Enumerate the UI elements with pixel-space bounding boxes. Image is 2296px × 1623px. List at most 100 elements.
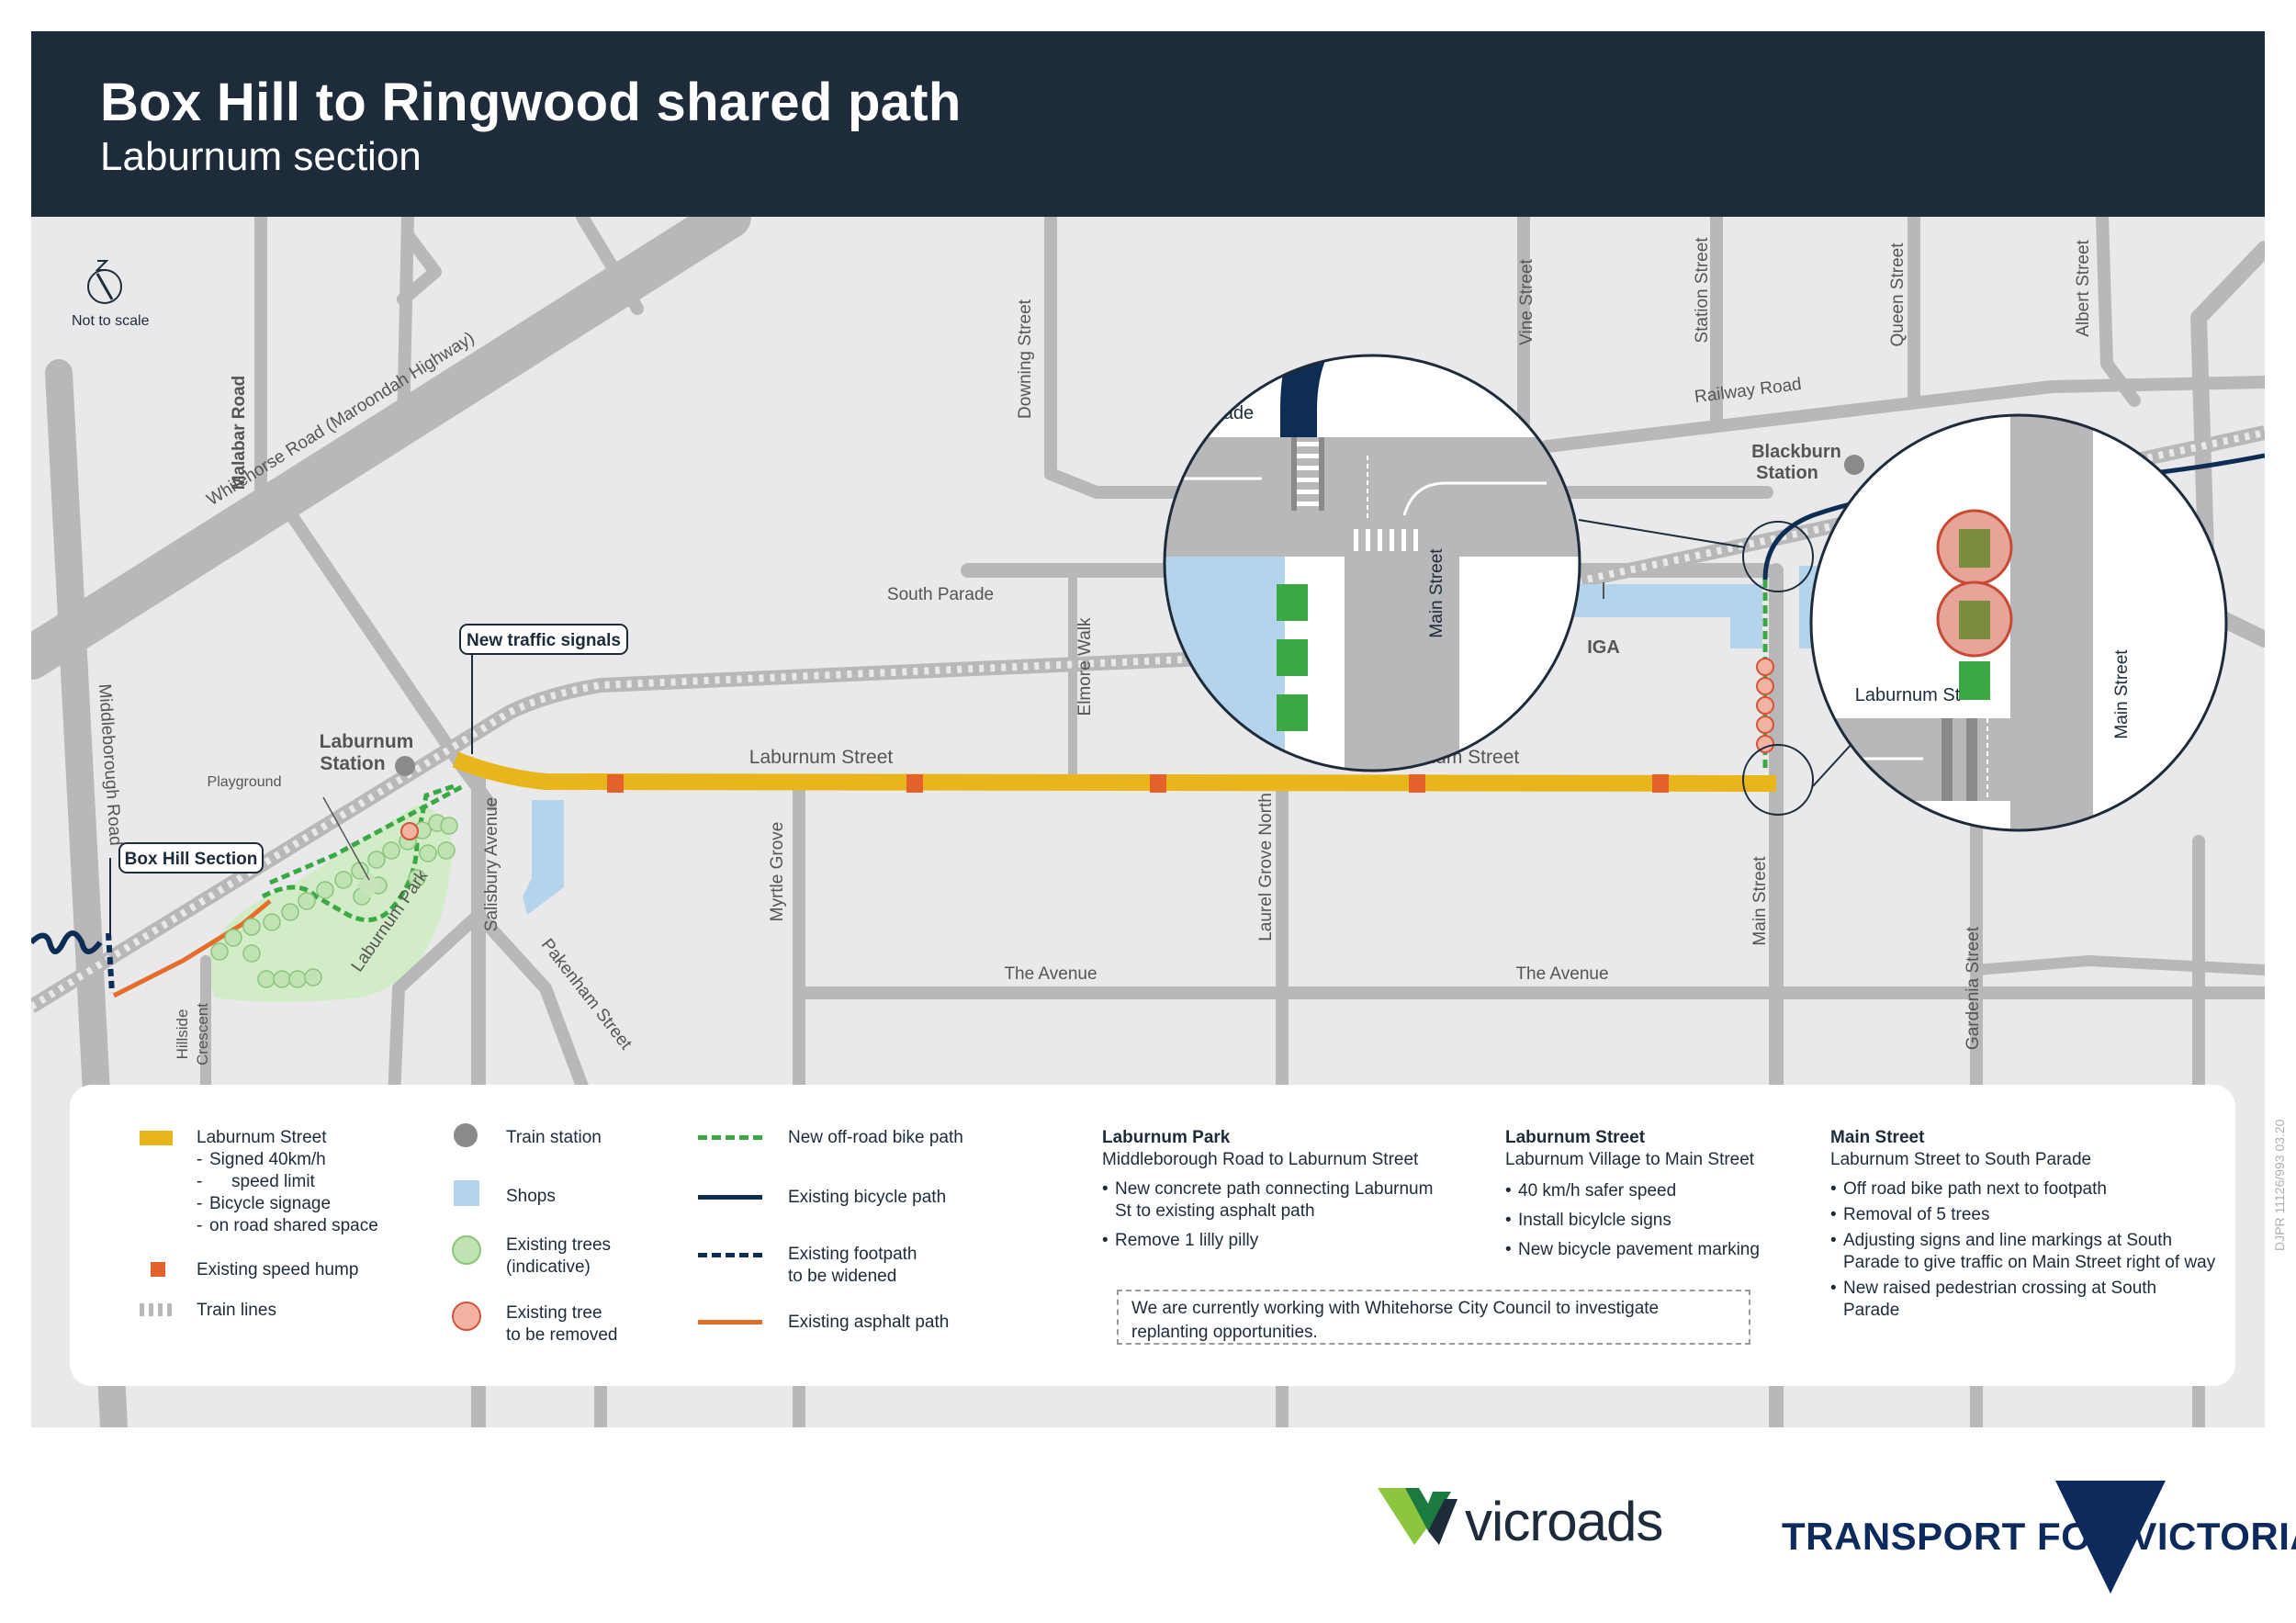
playground-marker — [355, 872, 383, 899]
pakenham-west — [388, 908, 485, 1105]
label-vine: Vine Street — [1517, 258, 1536, 344]
label-laburnum-1: Laburnum Street — [749, 747, 894, 768]
legend-shops: Shops — [506, 1187, 556, 1206]
tree-removed — [1756, 735, 1774, 753]
tree-removed — [1756, 696, 1774, 715]
legend-laburnum-item-cont: speed limit — [231, 1172, 315, 1191]
legend-main-item: New raised pedestrian crossing at South … — [1830, 1278, 2216, 1322]
side-road-n — [576, 217, 644, 315]
legend-street-title: Laburnum Street — [1505, 1128, 1646, 1147]
box-hill-callout — [118, 842, 264, 873]
label-downing: Downing Street — [1016, 299, 1035, 419]
new-signals-callout — [459, 624, 628, 655]
tree — [210, 942, 229, 961]
inset-right-laburnum-label: Laburnum St — [1855, 685, 1961, 705]
box-hill-text: Box Hill Section — [125, 850, 258, 869]
tree — [382, 841, 400, 860]
legend-train-lines: Train lines — [197, 1301, 276, 1320]
new-bike-path-park — [261, 783, 455, 923]
label-the-avenue-1: The Avenue — [1004, 964, 1097, 984]
legend-tree-removed-2: to be removed — [506, 1325, 618, 1345]
gardenia-link — [1971, 955, 2265, 975]
tree — [437, 841, 456, 860]
legend-street-list: 40 km/h safer speed Install bicylcle sig… — [1505, 1180, 1808, 1268]
label-gardenia: Gardenia Street — [1964, 926, 1983, 1050]
label-blackburn-station-2: Station — [1756, 463, 1818, 483]
legend-swatch-laburnum — [140, 1131, 173, 1145]
header-banner: Box Hill to Ringwood shared path Laburnu… — [31, 31, 2265, 217]
speed-hump-5 — [1652, 774, 1669, 793]
trees-removed-main-street — [1756, 658, 1774, 753]
legend-trees-2: (indicative) — [506, 1257, 591, 1277]
replanting-note: We are currently working with Whitehorse… — [1117, 1290, 1750, 1345]
legend-swatch-train-lines — [140, 1303, 174, 1316]
existing-bicycle-path-west — [31, 930, 103, 954]
legend-main-list: Off road bike path next to footpath Remo… — [1830, 1178, 2216, 1325]
tree-removed — [1756, 677, 1774, 695]
vicroads-wordmark: vicroads — [1465, 1491, 1663, 1552]
tree — [304, 968, 322, 986]
existing-asphalt-path — [112, 899, 272, 998]
playground-pointer — [322, 796, 370, 881]
label-malabar: Malabar Road — [230, 376, 249, 490]
label-playground: Playground — [208, 774, 282, 790]
legend-trees-1: Existing trees — [506, 1235, 612, 1255]
legend-speed-hump: Existing speed hump — [197, 1260, 359, 1279]
tree — [316, 881, 334, 899]
tfv-wordmark: TRANSPORT FOR VICTORIA — [1782, 1515, 2296, 1558]
legend-swatch-asphalt — [698, 1320, 762, 1324]
transport-for-victoria-logo: TRANSPORT FOR VICTORIA — [1782, 1481, 2296, 1600]
speed-hump-3 — [1150, 774, 1166, 793]
tree — [367, 851, 386, 869]
blackburn-station-dot — [1844, 455, 1864, 475]
tree — [408, 869, 426, 887]
legend-laburnum-list: Signed 40km/h speed limit Bicycle signag… — [197, 1149, 378, 1237]
speed-hump-4 — [1409, 774, 1425, 793]
existing-footpath-widened — [106, 932, 115, 994]
legend-tree-removed-1: Existing tree — [506, 1303, 602, 1323]
train-line-sleepers — [31, 429, 2265, 1010]
legend-main-item: Removal of 5 trees — [1830, 1204, 2216, 1226]
legend-swatch-footpath — [698, 1253, 762, 1257]
tree — [224, 929, 242, 947]
label-the-avenue-2: The Avenue — [1515, 964, 1608, 984]
tree — [242, 918, 261, 936]
side-road-nw — [254, 217, 414, 526]
label-hillside-1: Hillside — [174, 1009, 191, 1060]
label-station-street: Station Street — [1693, 237, 1712, 344]
legend-main-item: Adjusting signs and line markings at Sou… — [1830, 1230, 2216, 1274]
label-middleborough: Middleborough Road — [95, 683, 125, 846]
label-south-parade: South Parade — [887, 585, 994, 604]
legend-street-subtitle: Laburnum Village to Main Street — [1505, 1150, 1755, 1169]
label-hillside-2: Crescent — [194, 1003, 211, 1065]
speed-hump-1 — [607, 774, 624, 793]
side-road-nw2 — [397, 229, 442, 306]
tree — [281, 903, 299, 921]
legend-laburnum-item: Signed 40km/h — [197, 1149, 378, 1171]
laburnum-street-route — [452, 751, 1777, 792]
legend-park-item: Remove 1 lilly pilly — [1102, 1230, 1451, 1252]
railway-road — [1540, 376, 2265, 453]
legend-street-item: 40 km/h safer speed — [1505, 1180, 1808, 1202]
legend-main-subtitle: Laburnum Street to South Parade — [1830, 1150, 2092, 1169]
legend-street-item: Install bicylcle signs — [1505, 1210, 1808, 1232]
label-laburnum-station-1: Laburnum — [320, 731, 414, 752]
legend-street-item: New bicycle pavement marking — [1505, 1239, 1808, 1261]
focus-circle-south-parade — [1742, 521, 1814, 592]
legend-swatch-speed-hump — [151, 1262, 165, 1277]
label-laurel: Laurel Grove North — [1256, 793, 1276, 941]
inset-right-main-street-label: Main Street — [2112, 649, 2132, 739]
new-signals-text: New traffic signals — [467, 631, 621, 650]
legend-footpath-2: to be widened — [788, 1267, 897, 1286]
speed-humps — [607, 774, 1669, 793]
label-railway: Railway Road — [1694, 375, 1803, 407]
tree-to-be-removed — [400, 822, 419, 840]
legend-park-item: New concrete path connecting Laburnum St… — [1102, 1178, 1451, 1223]
focus-circle-laburnum — [1742, 744, 1814, 816]
tree — [263, 913, 281, 931]
legend-swatch-tree-removed — [452, 1302, 481, 1331]
tree-removed — [1756, 658, 1774, 676]
laburnum-station-dot — [395, 756, 415, 776]
legend-train-station: Train station — [506, 1128, 602, 1147]
tree — [257, 970, 276, 988]
